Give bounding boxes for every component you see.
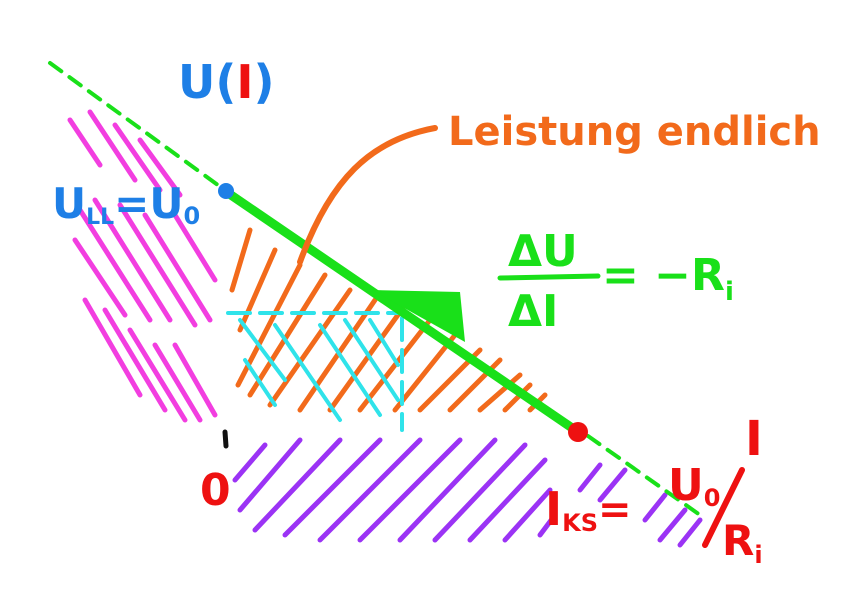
i-ks-label: IKS=	[545, 482, 632, 537]
slope-denominator: ΔI	[508, 286, 558, 337]
i-ks-numerator: U0	[668, 460, 720, 512]
u-axis-label: U(I)	[178, 55, 275, 109]
short-circuit-point	[568, 422, 588, 442]
i-ks-denominator: Ri	[722, 516, 763, 569]
power-note: Leistung endlich	[448, 109, 821, 155]
load-line	[223, 188, 583, 437]
i-ks-fraction-slash	[702, 467, 745, 548]
origin-tick	[222, 429, 229, 449]
load-line-extension	[48, 61, 702, 517]
purple-hatching	[232, 437, 703, 548]
i-axis-label: I	[745, 411, 763, 467]
slope-triangle	[372, 290, 465, 342]
u-ll-label: ULL=U0	[52, 179, 200, 230]
slope-fraction-bar	[497, 273, 601, 281]
origin-label: 0	[200, 465, 231, 516]
magenta-hatching	[67, 109, 218, 423]
open-circuit-point	[218, 183, 234, 199]
cyan-power-rectangle	[226, 311, 404, 432]
slope-equals-ri: = −Ri	[602, 250, 734, 307]
pointer-arrow	[297, 125, 438, 265]
slope-numerator: ΔU	[508, 226, 578, 277]
